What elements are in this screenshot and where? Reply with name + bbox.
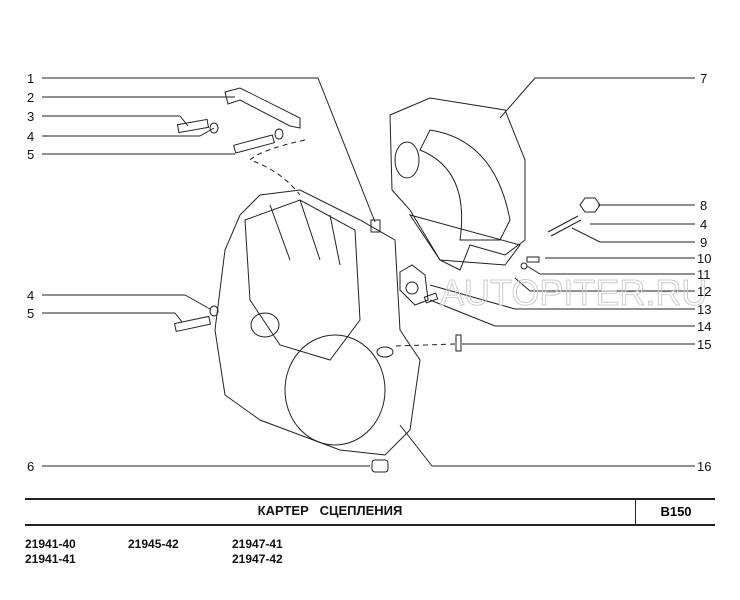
callout-14: 14 xyxy=(697,319,711,334)
callout-11: 11 xyxy=(697,267,711,282)
callout-10: 10 xyxy=(697,251,711,266)
model-code: 21941-40 xyxy=(25,537,76,551)
callout-3: 3 xyxy=(27,109,34,124)
callout-13: 13 xyxy=(697,302,711,317)
model-code: 21947-41 xyxy=(232,537,283,551)
model-code: 21947-42 xyxy=(232,552,283,566)
callout-1: 1 xyxy=(27,71,34,86)
callout-6: 6 xyxy=(27,459,34,474)
diagram-title: КАРТЕР СЦЕПЛЕНИЯ xyxy=(257,503,403,518)
callout-4: 4 xyxy=(27,129,34,144)
watermark: AUTOPITER.RU xyxy=(440,272,707,313)
callout-15: 15 xyxy=(697,337,711,352)
callout-7: 7 xyxy=(700,71,707,86)
callout-12: 12 xyxy=(697,284,711,299)
callout-9: 9 xyxy=(700,235,707,250)
callout-5: 5 xyxy=(27,306,34,321)
callout-16: 16 xyxy=(697,459,711,474)
callout-4: 4 xyxy=(27,288,34,303)
callout-8: 8 xyxy=(700,198,707,213)
parts-diagram: AUTOPITER.RU 1 2 3 4 5 4 5 6 7 8 4 9 10 … xyxy=(27,71,711,474)
callout-5: 5 xyxy=(27,147,34,162)
section-code: B150 xyxy=(635,500,716,524)
model-code: 21941-41 xyxy=(25,552,76,566)
callout-2: 2 xyxy=(27,90,34,105)
model-code: 21945-42 xyxy=(128,537,179,551)
title-bar: КАРТЕР СЦЕПЛЕНИЯ B150 xyxy=(25,498,715,526)
callout-4: 4 xyxy=(700,217,707,232)
